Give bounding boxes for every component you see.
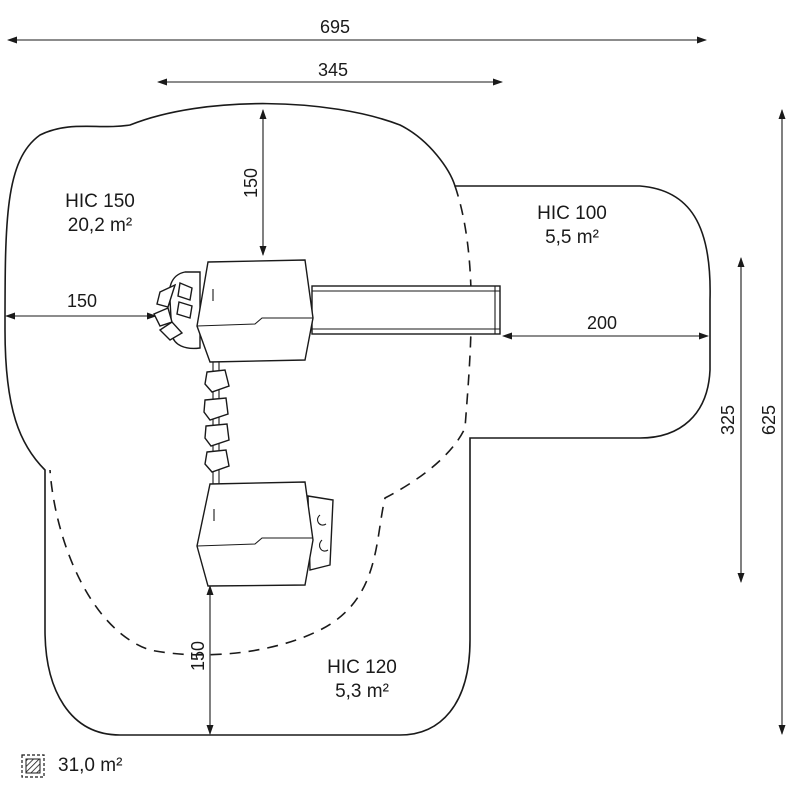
zone-label-hic-100: HIC 100 5,5 m²: [512, 202, 632, 250]
zone-boundary-dashed: [49, 185, 473, 656]
legend-total-area: 31,0 m²: [58, 755, 123, 776]
dimension-label-right-total: 625: [759, 405, 779, 435]
slide: [311, 285, 501, 335]
zone-area: 5,5 m²: [545, 227, 599, 248]
upper-tower: [196, 259, 314, 363]
dimension-label-top-gap: 150: [241, 168, 261, 198]
zone-code: HIC 150: [65, 191, 135, 212]
dimension-label-total-width: 695: [320, 17, 350, 37]
zone-label-hic-120: HIC 120 5,3 m²: [302, 656, 422, 704]
lower-tower: [196, 481, 334, 587]
dimension-label-right-inner: 325: [718, 405, 738, 435]
hatched-area-icon: [21, 754, 45, 778]
zone-code: HIC 100: [537, 203, 607, 224]
zone-label-hic-150: HIC 150 20,2 m²: [40, 190, 160, 238]
safety-zone-outline: [4, 102, 711, 736]
dimension-label-bottom-gap: 150: [188, 641, 208, 671]
dimension-label-slide-gap: 200: [587, 313, 617, 333]
dimension-label-inner-width: 345: [318, 60, 348, 80]
zone-area: 5,3 m²: [335, 681, 389, 702]
connecting-bridge: [203, 362, 230, 484]
climbing-wall-left: [153, 271, 201, 350]
dimension-label-left-gap: 150: [67, 291, 97, 311]
zone-area: 20,2 m²: [67, 215, 133, 236]
zone-code: HIC 120: [327, 657, 397, 678]
